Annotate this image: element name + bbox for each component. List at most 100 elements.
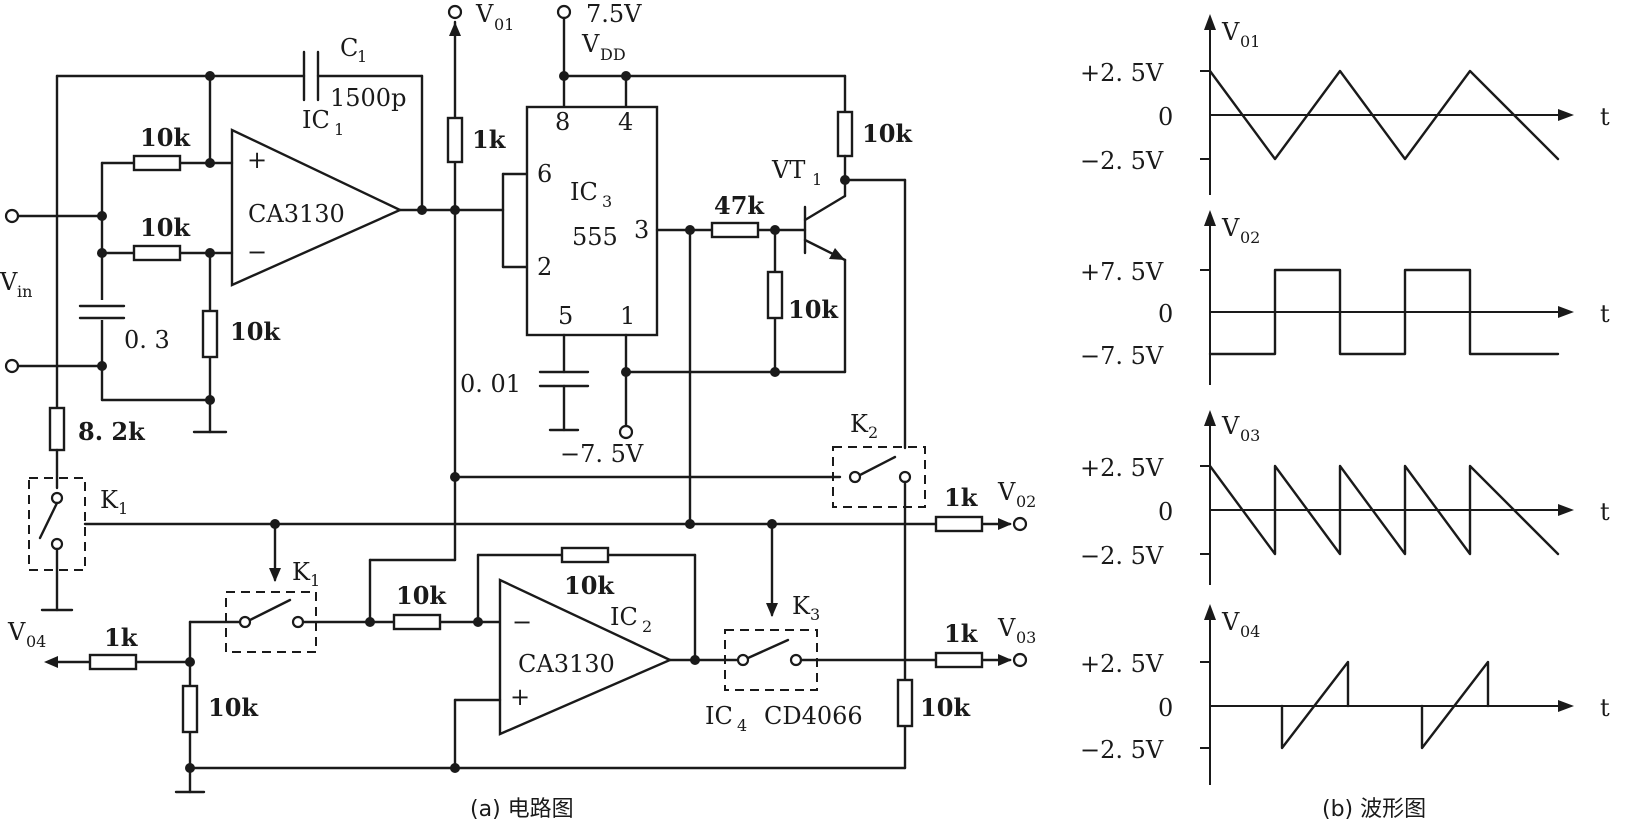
ic2-sub: 2 (642, 617, 652, 636)
r-1k-v01-label: 1k (472, 125, 507, 154)
resistor-10k-minus (132, 244, 182, 262)
resistor-10k-ic2-fb (560, 546, 610, 564)
v01-sub: 01 (494, 15, 514, 34)
resistor-10k-base (766, 270, 784, 320)
vdd-terminal (556, 4, 572, 20)
v01-wave-neg: −2. 5V (1080, 147, 1164, 175)
v02-wave-zero: 0 (1158, 300, 1173, 328)
v01-node-wiring (368, 20, 842, 624)
resistor-10k-ic2-in (392, 613, 442, 631)
resistor-47k (710, 221, 760, 239)
resistor-10k-v03 (896, 678, 914, 728)
ic4-part: CD4066 (764, 702, 863, 730)
resistor-10k-collector (836, 110, 854, 158)
v01-label: V (475, 0, 494, 28)
k3-sub: 3 (810, 605, 820, 624)
v01-wave-t: t (1600, 103, 1610, 131)
ic2-plus: + (510, 683, 530, 711)
k1-left-sub: 1 (118, 499, 128, 518)
vin-sub: in (17, 282, 32, 301)
k2-sub: 2 (868, 423, 878, 442)
neg-supply-wiring (624, 258, 847, 428)
v02-wave-t: t (1600, 300, 1610, 328)
ic2-minus: − (512, 608, 532, 636)
r-1k-v04-label: 1k (104, 623, 139, 652)
k2-switch (832, 446, 926, 508)
v03-wave-neg: −2. 5V (1080, 542, 1164, 570)
r-ic2-in-label: 10k (396, 581, 447, 610)
pin2-label: 2 (537, 253, 552, 281)
v04-wave-zero: 0 (1158, 694, 1173, 722)
v03-terminal (1012, 652, 1028, 668)
v01-wave-zero: 0 (1158, 103, 1173, 131)
pin3-label: 3 (634, 216, 649, 244)
c1-feedback-wire (55, 74, 424, 410)
pin5-label: 5 (558, 302, 573, 330)
r-10k-v04-label: 10k (208, 693, 259, 722)
r-base-label: 10k (788, 295, 839, 324)
cap-0-01-label: 0. 01 (460, 370, 521, 398)
r-10k-v03-label: 10k (920, 693, 971, 722)
vin-terminal-top (4, 208, 20, 224)
ic2-feedback-wiring (188, 553, 907, 770)
r-47k-label: 47k (714, 191, 765, 220)
resistor-8-2k (48, 406, 66, 452)
waveform-v04 (1200, 604, 1574, 785)
neg-supply-terminal (618, 424, 634, 440)
ic3-part: 555 (572, 223, 618, 251)
waveform-v01 (1200, 14, 1574, 195)
v02-terminal (1012, 516, 1028, 532)
ic4-sub: 4 (737, 716, 747, 735)
ic1-name: IC (302, 106, 330, 134)
v02-label: V (997, 478, 1016, 506)
v01-terminal (447, 4, 463, 20)
resistor-1k-v02 (934, 515, 984, 533)
r-1k-v03-label: 1k (944, 619, 979, 648)
vdd-sub: DD (600, 45, 626, 64)
resistor-10k-plus (132, 154, 182, 172)
circuit-diagram: C 1 1500p + − CA3130 IC 1 10k 10k 10k (0, 0, 1036, 822)
v04-wave-pos: +2. 5V (1080, 650, 1164, 678)
resistor-1k-v03 (934, 651, 984, 669)
resistor-10k-v04 (181, 684, 199, 734)
v03-wave-name: V (1221, 412, 1240, 440)
resistor-1k-v04 (88, 653, 138, 671)
capacitor-0-01 (538, 333, 590, 432)
pin6-label: 6 (537, 160, 552, 188)
ic1-opamp (230, 128, 403, 287)
v04-label: V (7, 618, 26, 646)
ic1-plus: + (247, 146, 267, 174)
v04-wave-neg: −2. 5V (1080, 736, 1164, 764)
ic2-part: CA3130 (518, 650, 615, 678)
v04-wave-name: V (1221, 608, 1240, 636)
vin-input (4, 208, 104, 374)
v02-sub: 02 (1016, 492, 1036, 511)
transistor-vt1 (803, 178, 847, 262)
r-in-minus-label: 10k (140, 213, 191, 242)
pin4-label: 4 (618, 108, 633, 136)
v04-wave-sub: 04 (1240, 622, 1260, 641)
v04-wave-t: t (1600, 694, 1610, 722)
k1-bottom-label: K (292, 558, 311, 586)
v03-wave-zero: 0 (1158, 498, 1173, 526)
v01-wave-sub: 01 (1240, 32, 1260, 51)
k1-left-label: K (100, 486, 119, 514)
resistor-10k-bias (201, 309, 219, 359)
vt1-label: VT (771, 156, 805, 184)
capacitor-c1 (302, 50, 320, 102)
ic1-input-wiring (100, 74, 234, 434)
v02-wave-neg: −7. 5V (1080, 342, 1164, 370)
ic1-minus: − (247, 238, 267, 266)
caption-circuit: (a) 电路图 (470, 797, 574, 822)
waveform-v02 (1200, 210, 1574, 385)
ic1-sub: 1 (334, 120, 344, 139)
r-bias-label: 10k (230, 317, 281, 346)
ic3-name: IC (570, 178, 598, 206)
vdd-supply-label: 7.5V (586, 0, 642, 28)
v04-sub: 04 (26, 632, 46, 651)
v02-wave-sub: 02 (1240, 228, 1260, 247)
vin-label: V (0, 268, 18, 296)
k1-bottom-sub: 1 (310, 571, 320, 590)
ic2-name: IC (610, 603, 638, 631)
